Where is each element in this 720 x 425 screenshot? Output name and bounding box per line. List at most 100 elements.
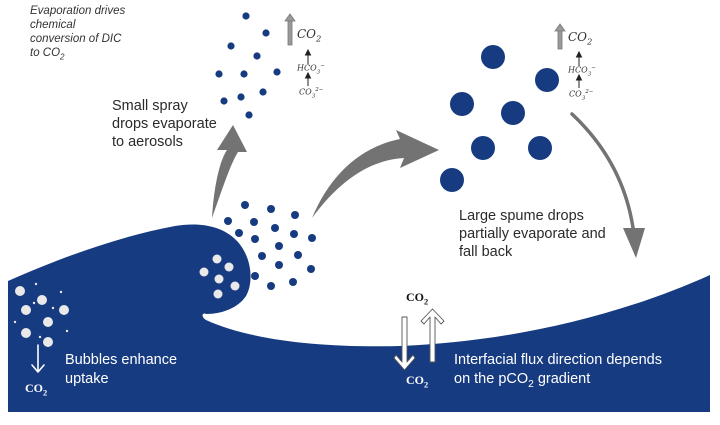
subscript: 2: [316, 33, 322, 44]
subscript: 3: [581, 95, 586, 102]
superscript: −: [320, 63, 325, 69]
subscript: 2: [587, 36, 593, 47]
bubble: [59, 305, 69, 315]
droplet: [440, 168, 464, 192]
label-line: uptake: [65, 371, 109, 387]
bubble: [212, 254, 222, 264]
co2-bottom-label: CO2: [406, 373, 428, 389]
co2-label-right: CO2: [568, 30, 592, 46]
droplet: [235, 248, 243, 256]
droplet: [227, 42, 235, 50]
droplet: [275, 242, 283, 250]
co3-label-right: CO32−: [569, 89, 594, 101]
droplet: [258, 252, 266, 260]
droplet: [251, 272, 259, 280]
subscript: 2: [424, 380, 429, 390]
droplet: [294, 251, 302, 259]
label-line: Interfacial flux direction depends: [454, 352, 662, 368]
droplet: [241, 201, 249, 209]
ocean-wave: [8, 224, 710, 412]
bubble: [43, 337, 53, 347]
label-line: Bubbles enhance: [65, 352, 178, 368]
subscript: 2: [43, 388, 48, 398]
subscript: 3: [311, 93, 316, 100]
label-text: gradient: [533, 371, 591, 387]
evaporation-note: Evaporation drives chemical conversion o…: [30, 4, 125, 64]
droplet: [242, 12, 250, 20]
interfacial-down-arrow-icon: [393, 316, 416, 371]
superscript: −: [591, 65, 596, 71]
bubble: [37, 295, 47, 305]
hco3-text: HCO: [297, 63, 317, 73]
bubble: [199, 267, 209, 277]
bubble-uptake-arrow-icon: [31, 344, 45, 373]
bubble: [32, 301, 36, 305]
bubble: [21, 305, 31, 315]
droplet: [528, 136, 552, 160]
droplet: [289, 278, 297, 286]
co3-text: CO: [299, 87, 312, 97]
chemistry-arrows-icon: [304, 48, 583, 88]
label-line: Small spray: [112, 98, 188, 114]
droplet: [275, 261, 283, 269]
droplet: [250, 218, 258, 226]
bubble: [213, 289, 223, 299]
bubble: [224, 262, 234, 272]
droplet: [215, 231, 223, 239]
bubble: [214, 274, 224, 284]
evaporation-note-line: conversion of DIC: [30, 33, 122, 45]
superscript: 2−: [315, 87, 324, 93]
subscript: 2: [528, 378, 534, 390]
bubble: [13, 320, 17, 324]
co2-release-arrow-icon: [284, 13, 566, 50]
droplet: [220, 97, 228, 105]
droplet: [267, 282, 275, 290]
droplet: [224, 217, 232, 225]
co2-text: CO: [297, 27, 317, 41]
droplet: [253, 52, 261, 60]
hco3-label-right: HCO3−: [568, 65, 596, 77]
large-spume-drops: [440, 45, 559, 192]
interfacial-up-arrow-icon: [420, 308, 445, 363]
water-bubbles: [13, 282, 69, 347]
droplet: [237, 93, 245, 101]
hco3-text: HCO: [568, 65, 588, 75]
label-line: to aerosols: [112, 134, 183, 150]
co2-top-label: CO2: [406, 290, 428, 306]
bubble: [59, 290, 63, 294]
label-line: drops evaporate: [112, 116, 217, 132]
label-line: Large spume drops: [459, 208, 584, 224]
bubble: [21, 328, 31, 338]
droplet: [450, 92, 474, 116]
droplet: [245, 111, 253, 119]
bubbles-label: Bubbles enhance uptake: [65, 351, 177, 389]
bubble: [34, 282, 38, 286]
droplet: [235, 229, 243, 237]
fall-back-arrowhead-icon: [623, 228, 645, 258]
droplet: [271, 224, 279, 232]
subscript: 3: [316, 69, 321, 76]
subscript: 2: [424, 297, 429, 307]
bubble: [15, 286, 25, 296]
bubble: [43, 317, 53, 327]
bubble: [38, 335, 42, 339]
droplet: [307, 265, 315, 273]
subscript: 2: [60, 52, 65, 62]
droplet: [291, 211, 299, 219]
bubble: [65, 329, 69, 333]
superscript: 2−: [585, 89, 594, 95]
droplet: [262, 29, 270, 37]
droplet: [481, 45, 505, 69]
label-text: on the pCO: [454, 371, 529, 387]
subscript: 3: [587, 71, 592, 78]
droplet: [290, 230, 298, 238]
spray-up-arrow-icon: [212, 125, 247, 218]
droplet: [501, 101, 525, 125]
small-aerosol-drops: [215, 12, 281, 119]
co3-text: CO: [569, 89, 582, 99]
co2-text: CO: [25, 381, 43, 395]
evaporation-note-line: to CO2: [30, 46, 125, 64]
spume-arc-arrow-icon: [312, 130, 439, 218]
large-spume-label: Large spume drops partially evaporate an…: [459, 207, 606, 261]
